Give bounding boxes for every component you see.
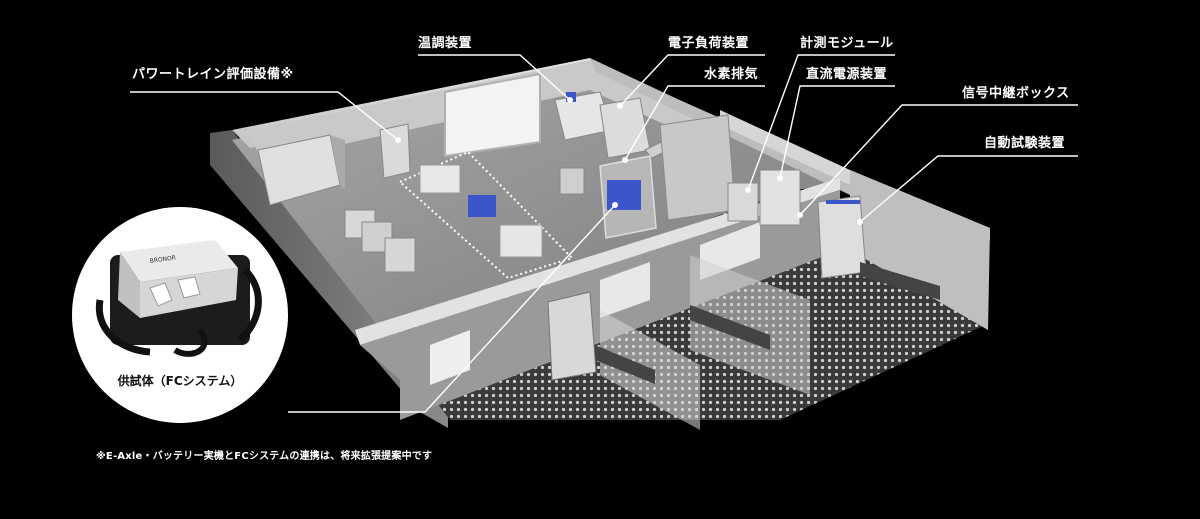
leader-test-subject: [288, 204, 616, 413]
equipment: [257, 91, 940, 384]
glass-partition-2: [690, 255, 810, 395]
label-hydrogen-exhaust: 水素排気: [704, 67, 759, 82]
label-measurement-module: 計測モジュール: [800, 36, 894, 51]
cabinets-right: [659, 114, 736, 221]
label-signal-relay-box: 信号中継ボックス: [962, 86, 1070, 101]
office-window-2: [600, 262, 650, 318]
window: [444, 72, 541, 158]
leader-electronic-load: [619, 54, 765, 107]
leader-auto-test: [859, 155, 1078, 223]
leader-dc-power: [779, 85, 895, 179]
far-right-wall: [850, 170, 990, 330]
leader-temp-control: [418, 54, 571, 101]
label-temperature-control: 温調装置: [418, 36, 473, 51]
label-auto-test-equipment: 自動試験装置: [984, 136, 1066, 151]
leader-hydrogen: [624, 85, 765, 161]
leader-measurement: [747, 54, 895, 191]
label-dc-power-supply: 直流電源装置: [806, 67, 888, 82]
label-powertrain: パワートレイン評価設備※: [132, 67, 294, 82]
leader-signal-relay: [799, 104, 1078, 216]
auto-test-rack: [817, 195, 867, 279]
fc-engine-image: BRONOR: [95, 240, 262, 357]
label-electronic-load: 電子負荷装置: [668, 36, 750, 51]
leader-powertrain: [130, 91, 399, 141]
desk-right: [860, 262, 940, 300]
engine-brand-text: BRONOR: [149, 254, 176, 265]
leader-lines: [130, 54, 1078, 413]
label-test-subject: 供試体（FCシステム）: [117, 374, 243, 388]
divider-wall: [355, 178, 840, 345]
desk-left: [595, 345, 655, 384]
test-subject-callout: BRONOR: [72, 207, 288, 423]
desk-mid: [690, 305, 770, 350]
footnote: ※E-Axle・バッテリー実機とFCシステムの連携は、将来拡張提案中です: [96, 451, 433, 462]
server-rack: [547, 291, 597, 381]
cabinet-window: [379, 123, 411, 179]
office-window-1: [430, 330, 470, 385]
